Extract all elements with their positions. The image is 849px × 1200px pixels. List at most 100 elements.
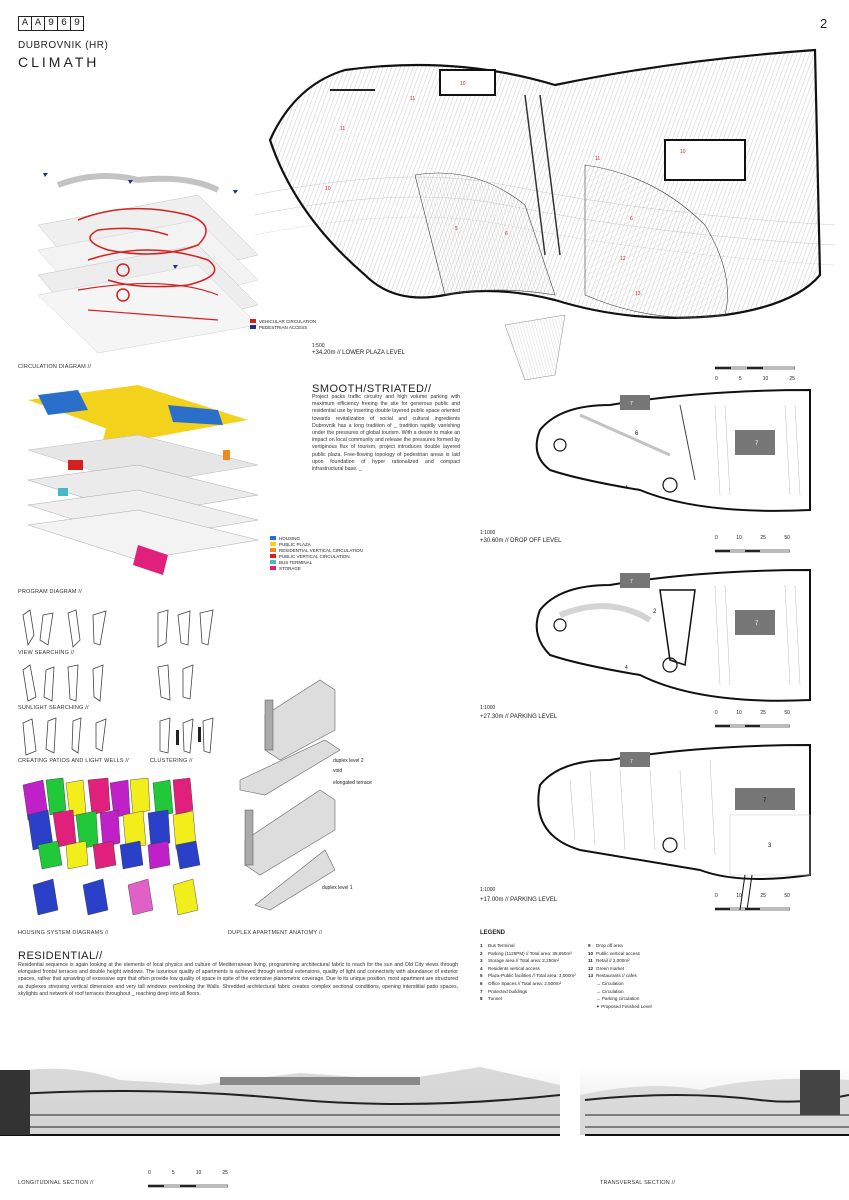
scale-tick: 10 [195, 1170, 202, 1176]
legend-entry: VEHICULAR CIRCULATION [250, 318, 316, 324]
scale-tick: 50 [784, 893, 790, 899]
plan-number: 10 [460, 81, 466, 87]
legend-row: 1 Bus Terminal [480, 942, 576, 950]
code-letter: 9 [70, 16, 84, 31]
plan-scale-bar: 0 10 25 50 [714, 535, 791, 559]
code-letter: 6 [57, 16, 71, 31]
legend-row: → Circulation [588, 988, 652, 996]
duplex-anatomy-drawing [239, 679, 341, 911]
scale-tick: 0 [715, 893, 718, 899]
duplex-label: elongated terrace [333, 780, 372, 786]
scale-tick: 0 [148, 1170, 151, 1176]
plan-number: 5 [455, 226, 458, 232]
plan-level: +27.30m // PARKING LEVEL [480, 714, 558, 720]
plan-number: 4 [625, 665, 628, 671]
plan-scale: 1:1000 [480, 530, 496, 536]
plan-number: 10 [325, 186, 331, 192]
circulation-title: CIRCULATION DIAGRAM // [18, 364, 92, 370]
scale-tick: 0 [715, 535, 718, 541]
plan-number: 3 [768, 843, 772, 849]
plan-level: +30.60m // DROP OFF LEVEL [480, 538, 562, 544]
legend-text: Drop off area [596, 943, 623, 948]
legend-entry: PUBLIC VERTICAL CIRCULATION [270, 553, 363, 559]
legend-entry: PEDESTRIAN ACCESS [250, 324, 316, 330]
scale-tick: 25 [222, 1170, 228, 1176]
legend-text: → Parking circulation [596, 996, 640, 1002]
plan-number: 2 [653, 609, 657, 615]
plan-number: 12 [620, 256, 626, 262]
legend-text: Protected buildings [488, 988, 528, 994]
view-searching-label: VIEW SEARCHING // [18, 650, 75, 656]
legend-swatch [270, 542, 276, 546]
legend-num: 13 [588, 973, 594, 979]
legend-text: Parking (1125PM) // Total area: 35,650m² [488, 950, 572, 956]
scale-tick: 50 [784, 710, 790, 716]
legend-num: 10 [588, 950, 594, 956]
code-letter: A [18, 16, 32, 31]
circulation-diagram [37, 173, 259, 354]
legend-swatch [270, 548, 276, 552]
program-title: PROGRAM DIAGRAM // [18, 589, 82, 595]
legend-num: 2 [480, 950, 483, 956]
scale-tick: 50 [784, 535, 790, 541]
scale-tick: 0 [715, 376, 718, 382]
legend-label: STORAGE [279, 565, 301, 571]
legend-num: 1 [480, 943, 483, 948]
site-plan-scale-bar: 0 5 10 25 [714, 358, 796, 382]
legend-text: Bus Terminal [488, 943, 515, 948]
residential-title: RESIDENTIAL// [18, 950, 103, 962]
plan-scale: 1:1000 [480, 887, 496, 893]
housing-title: HOUSING SYSTEM DIAGRAMS // [18, 930, 109, 936]
plan-number: 7 [763, 798, 767, 804]
legend-label: PEDESTRIAN ACCESS [259, 324, 308, 330]
clustering-label: CLUSTERING // [150, 758, 193, 764]
plan-scale-bar: 0 10 25 50 [714, 710, 791, 734]
plan-number: 7 [630, 759, 633, 765]
project-code: A A 9 6 9 [18, 16, 84, 31]
plan-number: 7 [755, 621, 759, 627]
scale-tick: 5 [171, 1170, 175, 1176]
legend-text: Retail // 2,000m² [596, 958, 630, 964]
plan-scale-bar: 0 10 25 50 [714, 893, 791, 917]
plan-number: 7 [755, 441, 759, 447]
legend-text: Plaza-Public facilities // Total area: 3… [488, 973, 576, 979]
scale-tick: 25 [760, 535, 766, 541]
site-plan-scale: 1:500 [312, 343, 325, 349]
plan-number: 11 [410, 96, 415, 102]
plan-number: 4 [625, 485, 628, 491]
longitudinal-section-title: LONGITUDINAL SECTION // [18, 1180, 94, 1186]
duplex-title: DUPLEX APARTMENT ANATOMY // [228, 930, 323, 936]
legend-entry: PUBLIC PLAZA [270, 541, 363, 547]
project-title: CLIMATH [18, 54, 100, 70]
legend-title: LEGEND [480, 930, 506, 936]
program-diagram [27, 385, 259, 575]
plan-number: 13 [635, 291, 641, 297]
legend-entry: HOUSING [270, 535, 363, 541]
legend-swatch [270, 566, 276, 570]
legend-num: 3 [480, 958, 483, 964]
legend-text: → Circulation [596, 988, 624, 994]
plan-number: 6 [505, 231, 508, 237]
legend-column: 1 Bus Terminal 2 Parking (1125PM) // Total… [480, 942, 576, 1003]
site-plan-level: +34.20m // LOWER PLAZA LEVEL [312, 350, 405, 356]
scale-tick: 5 [738, 376, 742, 382]
legend-num: 4 [480, 965, 483, 971]
plan-number: 6 [630, 216, 633, 222]
transversal-section-title: TRANSVERSAL SECTION // [600, 1180, 676, 1186]
duplex-label: void [333, 768, 343, 774]
legend-num: 12 [588, 965, 594, 971]
parking-plan-lower: 7 7 3 [537, 743, 811, 910]
legend-text: Public vertical access [596, 950, 640, 956]
legend-row: → Circulation [588, 980, 652, 988]
